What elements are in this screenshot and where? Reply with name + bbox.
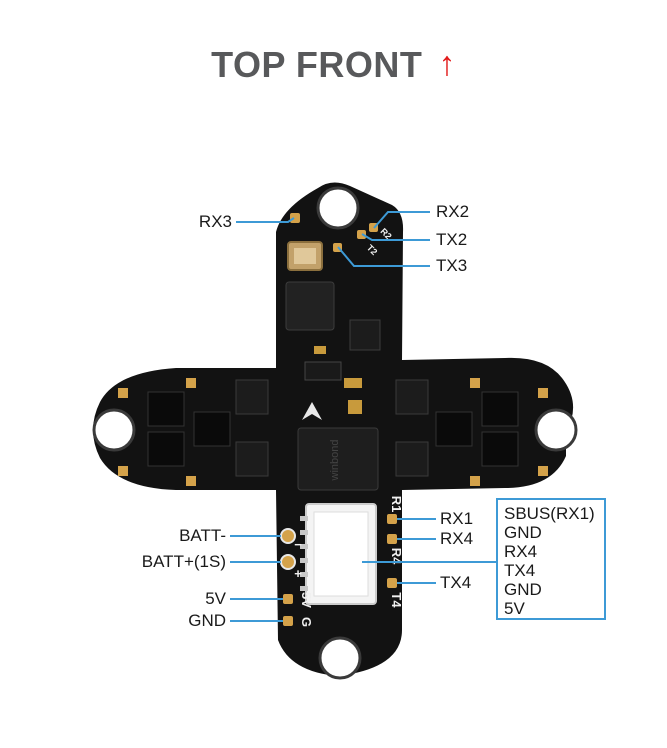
- label-rx3: RX3: [198, 212, 232, 231]
- label-batt-minus: BATT-: [179, 526, 226, 545]
- gyro-chip: [285, 281, 335, 331]
- line-rx3: [236, 217, 295, 223]
- mount-hole-bottom: [318, 636, 362, 680]
- driver-r: [395, 379, 429, 415]
- pad-batt-plus: [280, 554, 296, 570]
- line-tx2: [361, 233, 430, 241]
- driver-l2: [235, 441, 269, 477]
- pad-gnd: [283, 616, 293, 626]
- pad-tx4: [387, 578, 397, 588]
- pad-rx4: [387, 534, 397, 544]
- up-arrow-icon: ↑: [438, 45, 456, 83]
- pad-rx1: [387, 514, 397, 524]
- chip-brand-text: winbond: [329, 440, 341, 482]
- label-rx4: RX4: [440, 529, 474, 548]
- silk-t4: T4: [389, 592, 404, 608]
- label-batt-plus: BATT+(1S): [141, 552, 226, 571]
- pin-label: 5V: [504, 599, 525, 618]
- silk-plus: +: [294, 566, 302, 581]
- silk-r4: R4: [389, 548, 404, 565]
- connector-pinout-box: SBUS(RX1) GND RX4 TX4 GND 5V: [496, 498, 606, 620]
- mount-hole-left: [92, 408, 136, 452]
- silk-5v: 5V: [299, 592, 314, 608]
- pin-label: RX4: [504, 542, 538, 561]
- label-tx2: TX2: [436, 230, 468, 249]
- driver-r2: [395, 441, 429, 477]
- pad-t2: [357, 230, 366, 239]
- mosfet-r2: [481, 431, 519, 467]
- mosfet-l2: [147, 431, 185, 467]
- page-title: TOP FRONT↑: [211, 44, 456, 85]
- silk-r1: R1: [389, 496, 404, 513]
- direction-arrow-silk: [302, 402, 322, 420]
- pin-label: GND: [504, 523, 542, 542]
- silk-minus: −: [294, 537, 302, 552]
- pin-label: TX4: [504, 561, 536, 580]
- mount-hole-right: [534, 408, 578, 452]
- driver-l: [235, 379, 269, 415]
- mosfet-r1: [481, 391, 519, 427]
- mosfet-r3: [435, 411, 473, 447]
- pad-batt-minus: [280, 528, 296, 544]
- mcu-chip: [297, 427, 379, 491]
- label-5v: 5V: [205, 589, 226, 608]
- silk-g: G: [299, 617, 314, 627]
- pad-rx3: [290, 213, 300, 223]
- label-gnd: GND: [188, 611, 226, 630]
- line-rx2: [373, 211, 430, 229]
- label-tx3: TX3: [436, 256, 468, 275]
- label-tx4: TX4: [440, 573, 472, 592]
- line-tx3: [337, 246, 430, 267]
- label-rx2: RX2: [436, 202, 470, 221]
- baro-chip: [349, 319, 381, 351]
- label-rx1: RX1: [440, 509, 474, 528]
- pad-5v: [283, 594, 293, 604]
- pin-label: GND: [504, 580, 542, 599]
- mount-hole-top: [316, 186, 360, 230]
- mosfet-l3: [193, 411, 231, 447]
- mosfet-l1: [147, 391, 185, 427]
- pin-label: SBUS(RX1): [504, 504, 595, 523]
- ldo-chip: [304, 361, 342, 381]
